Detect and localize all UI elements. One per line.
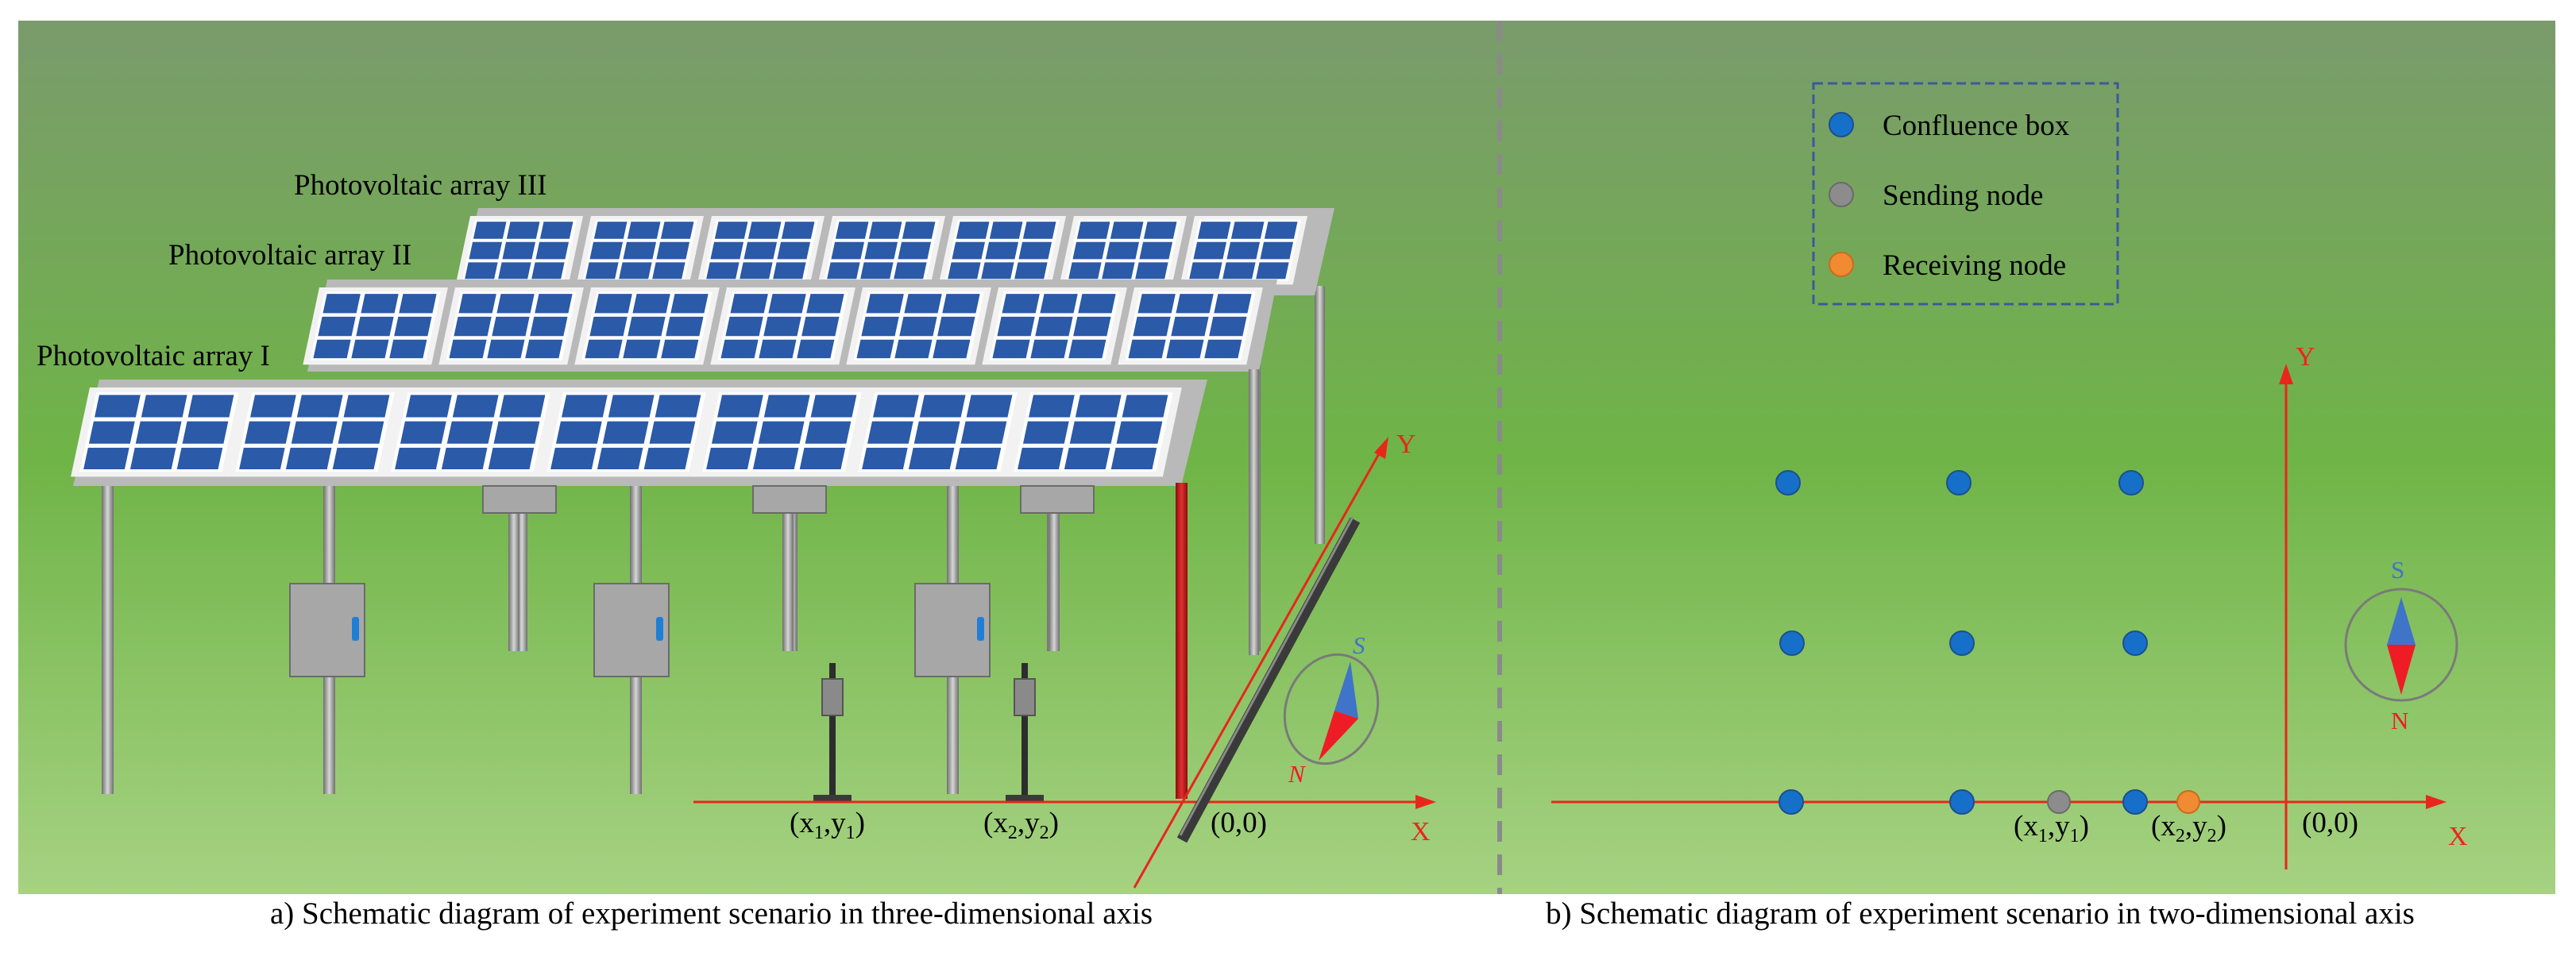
compass-s-label-3d: S [1353,631,1365,659]
panel-b-background [1500,21,2555,894]
confluence-box-marker [1779,630,1805,656]
array-ii-label: Photovoltaic array II [168,239,411,272]
confluence-box-marker [1949,789,1975,815]
x-axis-arrow [1415,795,1436,809]
panel-b-2d-scene [1551,82,2458,869]
support-poles-mid [508,369,1259,655]
legend-label-receiving: Receiving node [1883,249,2066,282]
confluence-box [289,583,365,677]
diagonal-beam-highlight [1179,516,1354,836]
confluence-box-marker [1775,470,1801,495]
confluence-box [593,583,670,677]
caption-panel-b: b) Schematic diagram of experiment scena… [1546,896,2415,931]
y-axis-arrow-2d [2279,364,2293,384]
origin-label-3d: (0,0) [1211,807,1267,839]
confluence-box-markers [1775,470,2148,815]
origin-label-2d: (0,0) [2302,807,2358,839]
y-axis-arrow [1374,437,1388,459]
legend-marker-sending [1829,182,1854,207]
confluence-box [914,583,991,677]
compass-n-label-2d: N [2391,707,2408,734]
x-axis-label-2d: X [2448,822,2468,851]
origin-pole [1176,483,1188,799]
diagonal-beam [1176,517,1361,843]
panel-a-3d-scene [71,208,1436,889]
array-iii-label: Photovoltaic array III [294,169,547,202]
confluence-box-marker [1778,789,1804,815]
combiner-box [482,485,557,514]
confluence-box-marker [1946,470,1972,495]
x-axis-arrow-2d [2426,795,2447,809]
y-axis-label-3d: Y [1396,430,1416,459]
legend-marker-receiving [1829,252,1854,277]
y-axis-3d [1133,450,1382,889]
confluence-box-marker [2122,789,2148,815]
combiner-box [1020,485,1095,514]
compass-3d [1283,653,1380,765]
legend-label-confluence: Confluence box [1883,110,2070,142]
compass-2d [2344,588,2458,702]
sending-node-marker [2047,790,2071,814]
x-axis-label-3d: X [1411,817,1431,846]
confluence-box-marker [2122,630,2148,656]
array-i-label: Photovoltaic array I [37,340,270,372]
legend-label-sending: Sending node [1883,179,2043,212]
caption-panel-a: a) Schematic diagram of experiment scena… [270,896,1153,931]
confluence-box-marker [2118,470,2144,495]
confluence-box-marker [1949,630,1975,656]
combiner-box [752,485,827,514]
photovoltaic-array-i [71,380,1207,486]
compass-n-label-3d: N [1288,760,1307,788]
legend-marker-confluence [1829,112,1854,137]
photovoltaic-array-ii [303,280,1277,372]
receiving-node-marker [2176,790,2200,814]
y-axis-label-2d: Y [2296,342,2315,372]
legend-box [1812,82,2119,306]
compass-s-label-2d: S [2391,556,2404,584]
photovoltaic-array-iii [455,208,1334,295]
support-poles-front [102,483,1188,799]
